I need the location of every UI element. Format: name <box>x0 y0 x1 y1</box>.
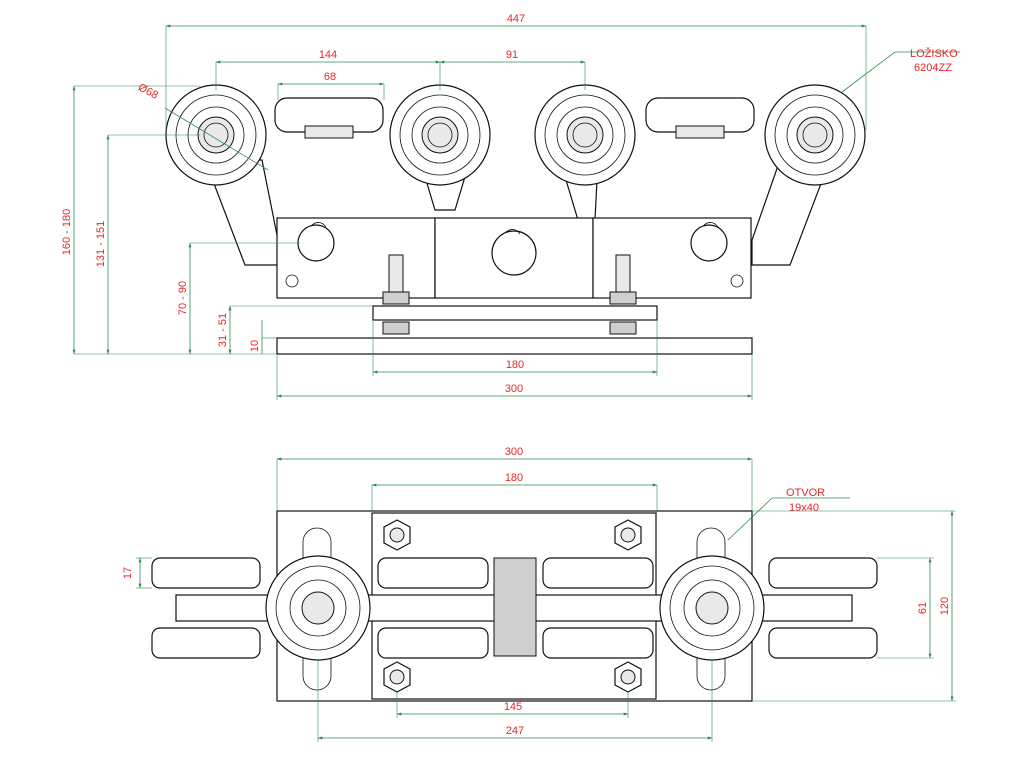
center-block <box>493 557 537 657</box>
adjusting-bolts <box>382 254 637 335</box>
top-view-dimensions: 447 144 68 91 Ø68 LOŽISKO 6204ZZ 160 - 1… <box>61 13 960 400</box>
bottom-view: 300 180 OTVOR 19x40 17 61 120 145 <box>122 446 956 742</box>
dim-plan-bolt-spacing: 180 <box>505 472 523 484</box>
dim-center-gap: 91 <box>506 49 518 61</box>
hex-nuts <box>383 519 642 693</box>
dim-plan-inner-spacing: 145 <box>504 701 522 713</box>
dim-height-plate: 31 - 51 <box>217 313 229 347</box>
dim-overall-width: 447 <box>507 13 525 25</box>
bearing-label-line2: 6204ZZ <box>914 62 952 74</box>
dim-wheel-diameter: Ø68 <box>136 81 160 101</box>
plan-wheel-right <box>659 555 765 661</box>
side-wheels <box>151 557 878 659</box>
dim-height-total: 160 - 180 <box>61 209 73 255</box>
dim-height-body: 70 - 90 <box>177 281 189 315</box>
plan-wheel-left <box>265 555 371 661</box>
dim-plan-plate-width: 300 <box>505 446 523 458</box>
dim-wheel-pitch: 144 <box>319 49 337 61</box>
bottom-view-dimensions: 300 180 OTVOR 19x40 17 61 120 145 <box>122 446 956 742</box>
mounting-plates <box>276 305 753 355</box>
wheel-2 <box>389 84 491 186</box>
bearing-label-line1: LOŽISKO <box>910 47 958 60</box>
dim-plan-wheel-width: 17 <box>122 567 134 579</box>
top-view: 447 144 68 91 Ø68 LOŽISKO 6204ZZ 160 - 1… <box>61 13 960 400</box>
center-body <box>276 217 752 299</box>
wheel-4 <box>764 84 866 186</box>
hole-label-line1: OTVOR <box>786 487 825 499</box>
dim-plan-total-depth: 120 <box>939 597 951 615</box>
dim-plan-inner-width: 61 <box>917 602 929 614</box>
dim-pad-width: 68 <box>324 71 336 83</box>
dim-plate-width: 300 <box>505 383 523 395</box>
guide-pads-top <box>274 97 755 139</box>
dim-height-axle: 131 - 151 <box>95 221 107 267</box>
dim-bolt-spacing: 180 <box>506 359 524 371</box>
dim-plan-wheel-spacing: 247 <box>506 725 524 737</box>
wheel-3 <box>534 84 636 186</box>
dim-plate-thickness: 10 <box>249 340 261 352</box>
hole-label-line2: 19x40 <box>789 502 819 514</box>
